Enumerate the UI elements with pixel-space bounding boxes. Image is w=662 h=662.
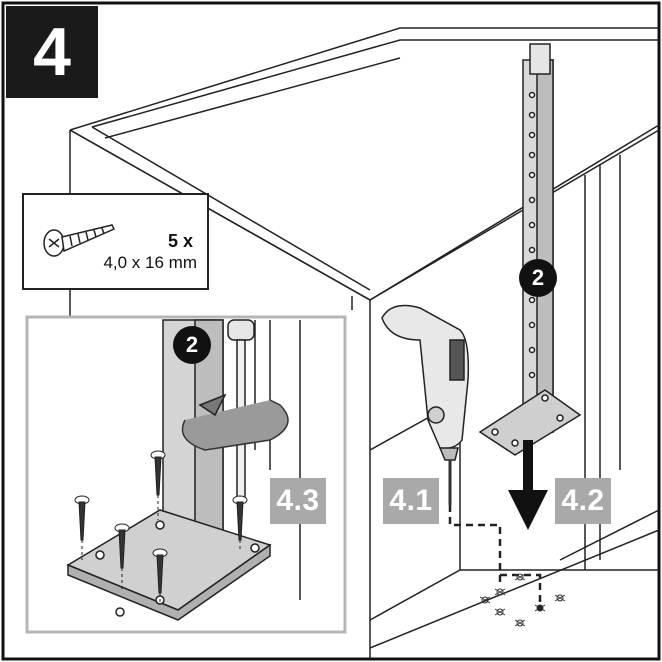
detail-screws xyxy=(74,450,248,594)
drill-guide xyxy=(448,505,542,605)
fastener-spec-box: 5 x 4,0 x 16 mm xyxy=(22,193,209,290)
drill-icon xyxy=(381,304,470,505)
down-arrow-icon xyxy=(508,440,548,530)
fastener-size: 4,0 x 16 mm xyxy=(103,253,197,272)
wood-screw-icon xyxy=(43,224,116,257)
sub-step-label-drill: 4.1 xyxy=(383,478,439,524)
fastener-quantity: 5 x xyxy=(167,231,193,251)
part-callout-leg-detail: 2 xyxy=(173,326,211,364)
screw-holes xyxy=(479,573,566,627)
step-number: 4 xyxy=(6,6,98,98)
adjustable-leg xyxy=(478,43,582,456)
sub-step-label-screw: 4.3 xyxy=(270,478,326,524)
detail-leg xyxy=(66,319,301,621)
sub-step-label-place: 4.2 xyxy=(555,478,611,524)
part-callout-leg: 2 xyxy=(519,259,557,297)
